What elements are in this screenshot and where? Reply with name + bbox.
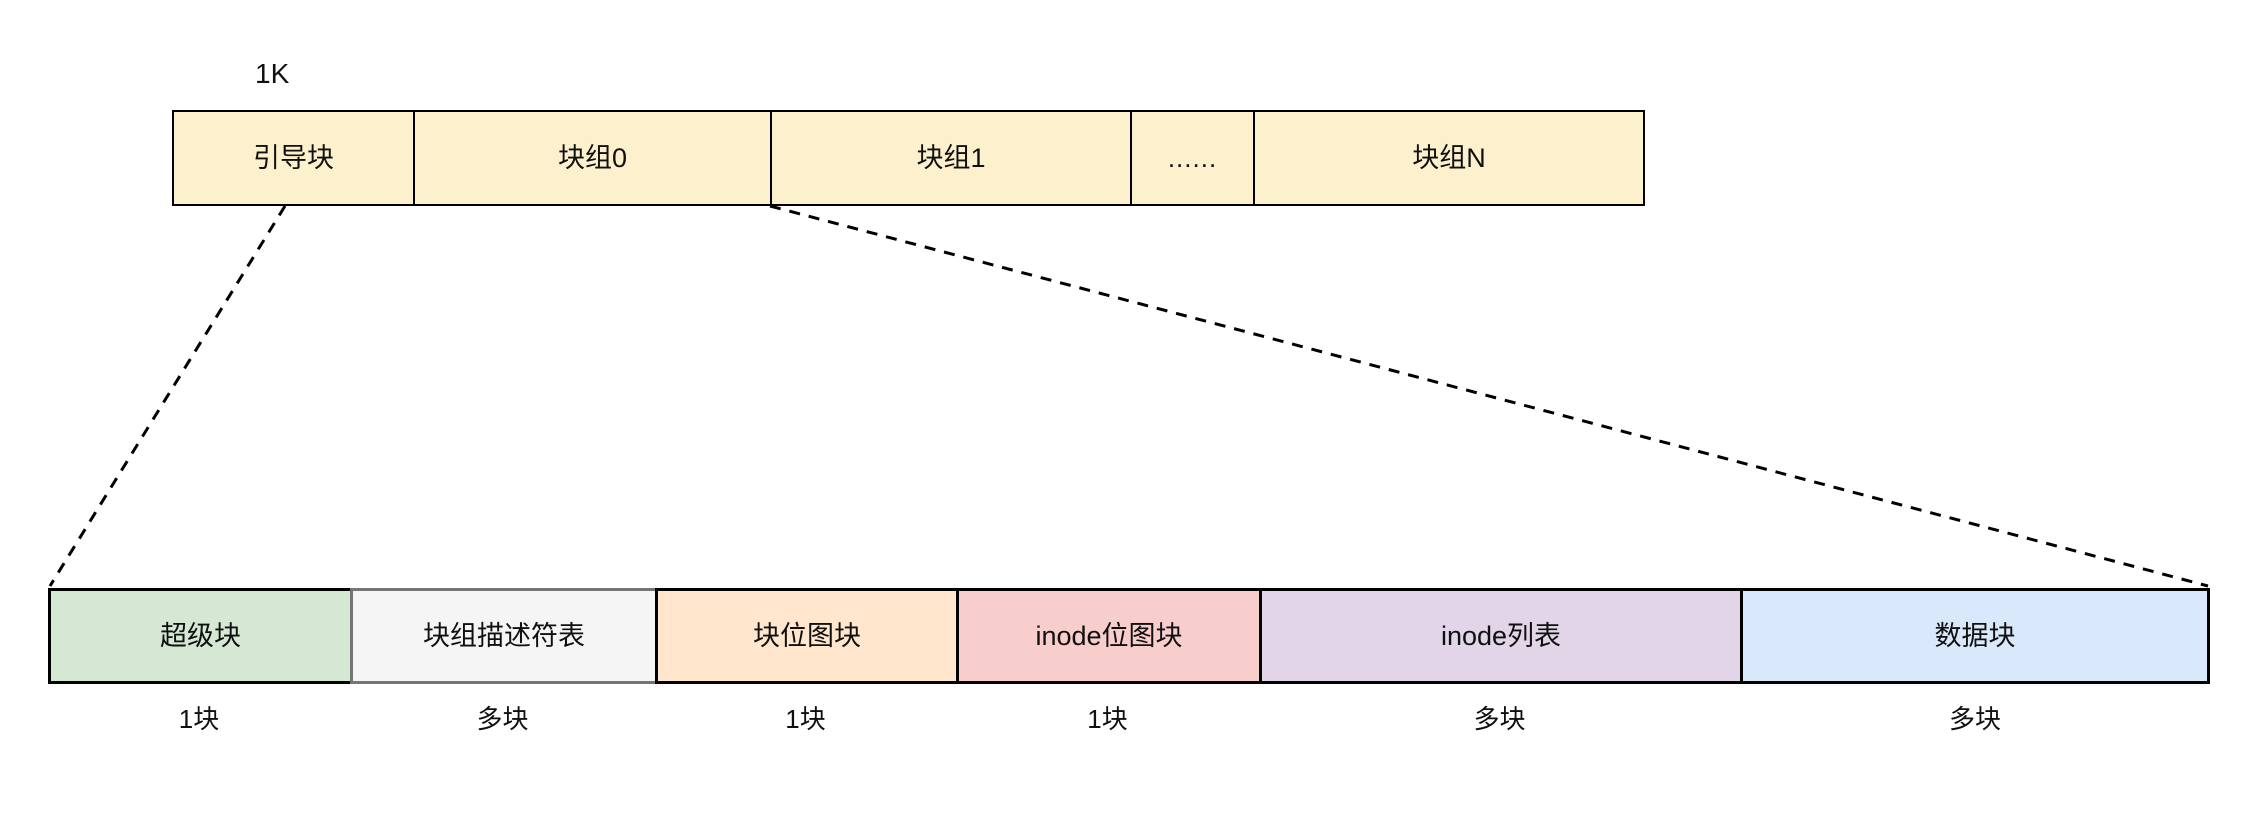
group-cell-label: inode列表 bbox=[1440, 620, 1562, 651]
block-count-block-bitmap: 1块 bbox=[785, 703, 826, 734]
block-count-group-descriptor-table: 多块 bbox=[476, 703, 529, 734]
disk-cell-block-group-n[interactable]: 块组N bbox=[1253, 110, 1645, 206]
group-cell-inode-bitmap[interactable]: inode位图块 bbox=[956, 588, 1259, 684]
block-count-captions: 1块 多块 1块 1块 多块 多块 bbox=[48, 697, 2210, 737]
disk-cell-label: 引导块 bbox=[253, 142, 334, 173]
disk-cell-boot-block[interactable]: 引导块 bbox=[172, 110, 413, 206]
block-count-inode-table: 多块 bbox=[1473, 703, 1526, 734]
group-cell-group-descriptor-table[interactable]: 块组描述符表 bbox=[350, 588, 655, 684]
disk-cell-label: 块组N bbox=[1412, 142, 1486, 173]
group-cell-inode-table[interactable]: inode列表 bbox=[1259, 588, 1740, 684]
disk-cell-label: 块组0 bbox=[557, 142, 628, 173]
boot-block-size-caption: 1K bbox=[255, 58, 290, 89]
disk-cell-block-group-1[interactable]: 块组1 bbox=[770, 110, 1130, 206]
expand-line-left bbox=[48, 205, 287, 587]
group-cell-data-blocks[interactable]: 数据块 bbox=[1740, 588, 2210, 684]
disk-cell-label: ...... bbox=[1167, 143, 1218, 173]
group-cell-superblock[interactable]: 超级块 bbox=[48, 588, 350, 684]
group-cell-label: 数据块 bbox=[1934, 620, 2016, 651]
block-group-layout: 超级块 块组描述符表 块位图块 inode位图块 inode列表 数据块 bbox=[48, 588, 2210, 684]
block-count-inode-bitmap: 1块 bbox=[1087, 703, 1128, 734]
disk-cell-ellipsis: ...... bbox=[1130, 110, 1253, 206]
block-count-data-blocks: 多块 bbox=[1948, 703, 2001, 734]
block-count-superblock: 1块 bbox=[178, 703, 220, 734]
group-cell-label: 块组描述符表 bbox=[423, 620, 585, 651]
disk-cell-block-group-0[interactable]: 块组0 bbox=[413, 110, 770, 206]
expand-line-right bbox=[769, 204, 2209, 588]
group-cell-label: 超级块 bbox=[160, 620, 241, 651]
group-cell-block-bitmap[interactable]: 块位图块 bbox=[655, 588, 956, 684]
disk-cell-label: 块组1 bbox=[916, 142, 986, 173]
group-cell-label: inode位图块 bbox=[1035, 620, 1183, 651]
disk-partition-layout: 引导块 块组0 块组1 ...... 块组N bbox=[172, 110, 1645, 206]
group-cell-label: 块位图块 bbox=[753, 620, 861, 651]
